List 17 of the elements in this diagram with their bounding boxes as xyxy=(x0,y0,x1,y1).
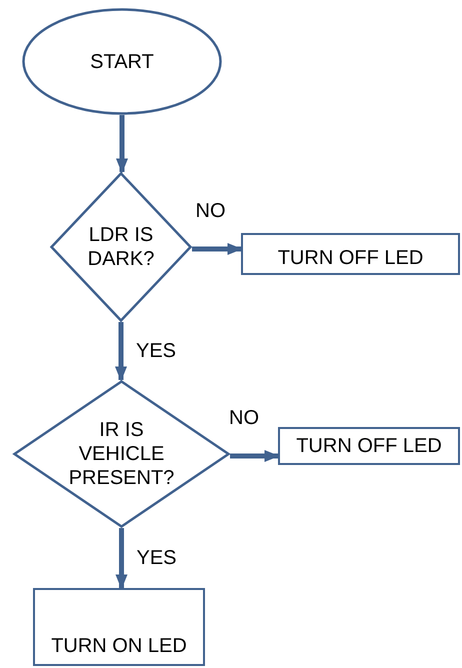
node-text: LDR IS DARK? xyxy=(86,223,156,271)
arrow xyxy=(192,243,242,255)
node-text: TURN OFF LED xyxy=(278,246,424,270)
arrow xyxy=(230,450,280,462)
node-text: START xyxy=(90,50,154,74)
decision-diamond xyxy=(50,172,192,322)
node-text: IR IS VEHICLE PRESENT? xyxy=(68,418,176,490)
process-box xyxy=(278,427,460,465)
terminal-ellipse xyxy=(22,8,222,115)
node-text: TURN ON LED xyxy=(51,634,187,658)
arrow xyxy=(115,322,127,382)
process-box xyxy=(241,233,460,275)
decision-diamond xyxy=(13,380,230,528)
node-text: TURN OFF LED xyxy=(296,434,442,458)
process-box xyxy=(33,588,205,666)
arrow xyxy=(116,115,128,174)
arrow xyxy=(116,528,128,590)
